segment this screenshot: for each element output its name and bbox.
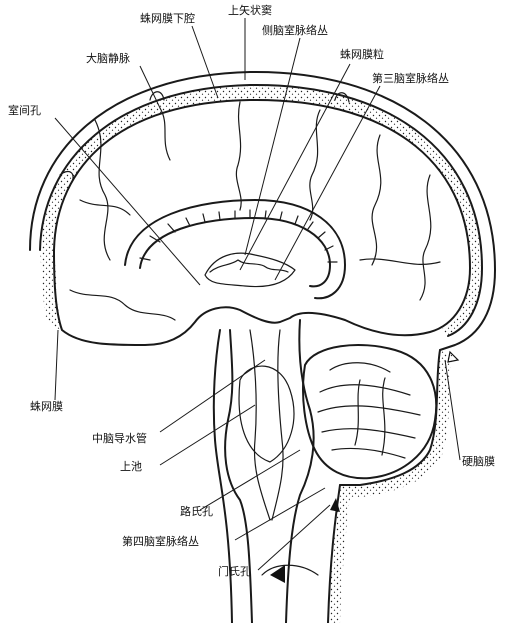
- label-superior-sagittal-sinus: 上矢状窦: [228, 3, 272, 17]
- label-subarachnoid-space: 蛛网膜下腔: [140, 11, 195, 25]
- label-dura-mater: 硬脑膜: [462, 455, 495, 468]
- label-interventricular-foramen: 室间孔: [8, 103, 41, 117]
- label-fourth-ventricle-choroid-plexus: 第四脑室脉络丛: [122, 534, 199, 548]
- corpus-callosum: [124, 199, 346, 300]
- cerebellum: [302, 344, 438, 480]
- label-cerebral-aqueduct: 中脑导水管: [92, 431, 147, 445]
- label-superior-cistern: 上池: [120, 460, 142, 473]
- gyri: [69, 101, 441, 321]
- subarachnoid-space-band: [40, 84, 482, 336]
- lateral-ventricle-choroid-plexus: [204, 252, 296, 288]
- csf-flow-arrows: [261, 350, 460, 583]
- label-third-ventricle-choroid-plexus: 第三脑室脉络丛: [372, 71, 449, 85]
- label-foramen-of-luschka: 路氏孔: [180, 505, 213, 518]
- spinal-canal: [212, 329, 452, 623]
- brainstem: [224, 319, 315, 623]
- label-lateral-ventricle-choroid-plexus: 侧脑室脉络丛: [262, 23, 328, 37]
- label-arachnoid-granulation: 蛛网膜粒: [340, 47, 384, 61]
- labels: 上矢状窦 蛛网膜下腔 侧脑室脉络丛 大脑静脉 蛛网膜粒 第三脑室脉络丛 室间孔 …: [8, 3, 495, 578]
- dura-mater-outline: [29, 70, 496, 351]
- label-arachnoid: 蛛网膜: [30, 399, 63, 413]
- leader-lines: [54, 18, 461, 571]
- cerebrum-outline: [53, 98, 471, 346]
- arachnoid-granulations: [59, 91, 350, 183]
- label-cerebral-vein: 大脑静脉: [86, 51, 130, 65]
- label-foramen-of-magendie: 门氏孔: [218, 564, 251, 578]
- pons: [238, 365, 295, 463]
